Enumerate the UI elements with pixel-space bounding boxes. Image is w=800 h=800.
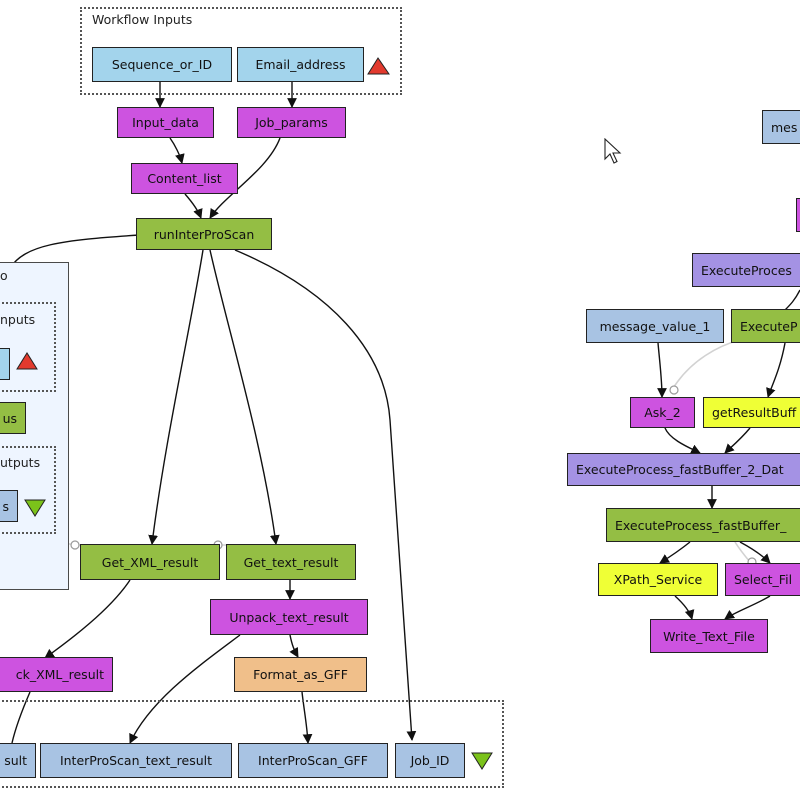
edge-run-to-nested xyxy=(9,234,141,269)
edge-get-xml-to-unpack-xml xyxy=(44,579,131,659)
node-get-xml-result[interactable]: Get_XML_result xyxy=(80,544,220,580)
edge-run-to-job-id xyxy=(234,249,417,741)
node-interproscan-gff[interactable]: InterProScan_GFF xyxy=(238,743,388,778)
edge-message-to-ask xyxy=(657,342,667,398)
edge-run-to-get-xml xyxy=(148,249,204,545)
edge-unpack-text-to-text-result xyxy=(129,634,241,744)
control-edge-fastbuffer-to-selectfile xyxy=(734,541,751,563)
edge-unpack-text-to-format-gff xyxy=(289,634,299,658)
node-get-result-buffer[interactable]: getResultBuff xyxy=(703,397,800,428)
node-unpack-xml-result[interactable]: ck_XML_result xyxy=(0,657,113,692)
control-edge-ask-to-execute xyxy=(671,339,741,391)
node-mes[interactable]: mes xyxy=(762,110,800,144)
edge-format-gff-to-gff xyxy=(301,691,313,744)
node-nested-input[interactable] xyxy=(0,348,10,380)
workflow-outputs-cluster xyxy=(0,700,504,788)
node-write-text-file[interactable]: Write_Text_File xyxy=(650,619,768,653)
edge-run-to-get-text xyxy=(209,249,280,545)
node-content-list[interactable]: Content_list xyxy=(131,163,238,194)
workflow-inputs-label: Workflow Inputs xyxy=(92,12,193,27)
edge-selectfile-to-write xyxy=(724,595,771,620)
node-format-as-gff[interactable]: Format_as_GFF xyxy=(234,657,367,692)
edge-job-params-to-run xyxy=(209,137,281,219)
node-job-params[interactable]: Job_params xyxy=(237,107,346,138)
nested-inputs-cluster xyxy=(0,302,56,392)
node-execute-fastbuffer-2-data[interactable]: ExecuteProcess_fastBuffer_2_Dat xyxy=(567,453,800,486)
edge-getresult-to-fastbuffer xyxy=(724,427,751,454)
nested-inputs-label: nputs xyxy=(0,312,36,327)
node-message-value-1[interactable]: message_value_1 xyxy=(586,309,724,343)
node-execute-green-top[interactable]: ExecuteP xyxy=(731,309,800,343)
node-execute-fastbuffer-green[interactable]: ExecuteProcess_fastBuffer_ xyxy=(606,508,800,542)
node-email-address[interactable]: Email_address xyxy=(237,47,364,82)
edge-xpath-to-write xyxy=(674,595,695,620)
edge-exec-green-to-getresult xyxy=(766,342,786,398)
mouse-pointer-icon xyxy=(604,138,622,164)
node-nested-output[interactable]: s xyxy=(0,490,18,522)
nested-outputs-cluster xyxy=(0,446,56,534)
edge-input-data-to-content-list xyxy=(169,137,185,164)
edge-green-to-selectfile xyxy=(739,541,771,564)
node-run-interproscan[interactable]: runInterProScan xyxy=(136,218,272,250)
control-link-circle xyxy=(669,385,679,395)
node-output-xml-result[interactable]: sult xyxy=(0,743,36,778)
edge-ask-to-fastbuffer xyxy=(664,427,701,454)
node-select-file[interactable]: Select_Fil xyxy=(725,563,800,596)
nested-outputs-label: utputs xyxy=(0,455,41,470)
node-right-cropped[interactable] xyxy=(796,198,800,232)
node-interproscan-text-result[interactable]: InterProScan_text_result xyxy=(40,743,232,778)
edge-top-to-right xyxy=(784,289,800,311)
edge-green-to-xpath xyxy=(659,541,691,564)
node-execute-process-top[interactable]: ExecuteProces xyxy=(692,253,800,287)
node-ask-2[interactable]: Ask_2 xyxy=(630,397,695,428)
edge-content-list-to-run xyxy=(184,193,203,219)
nested-workflow-title: o xyxy=(0,268,8,283)
workflow-inputs-cluster xyxy=(80,7,402,95)
node-nested-status[interactable]: us xyxy=(0,402,26,434)
node-sequence-or-id[interactable]: Sequence_or_ID xyxy=(92,47,232,82)
node-unpack-text-result[interactable]: Unpack_text_result xyxy=(210,599,368,635)
control-link-circle xyxy=(70,540,80,550)
node-job-id[interactable]: Job_ID xyxy=(395,743,465,778)
node-xpath-service[interactable]: XPath_Service xyxy=(598,563,718,596)
node-input-data[interactable]: Input_data xyxy=(117,107,214,138)
node-get-text-result[interactable]: Get_text_result xyxy=(226,544,356,580)
edge-unpack-xml-to-result xyxy=(11,691,31,744)
